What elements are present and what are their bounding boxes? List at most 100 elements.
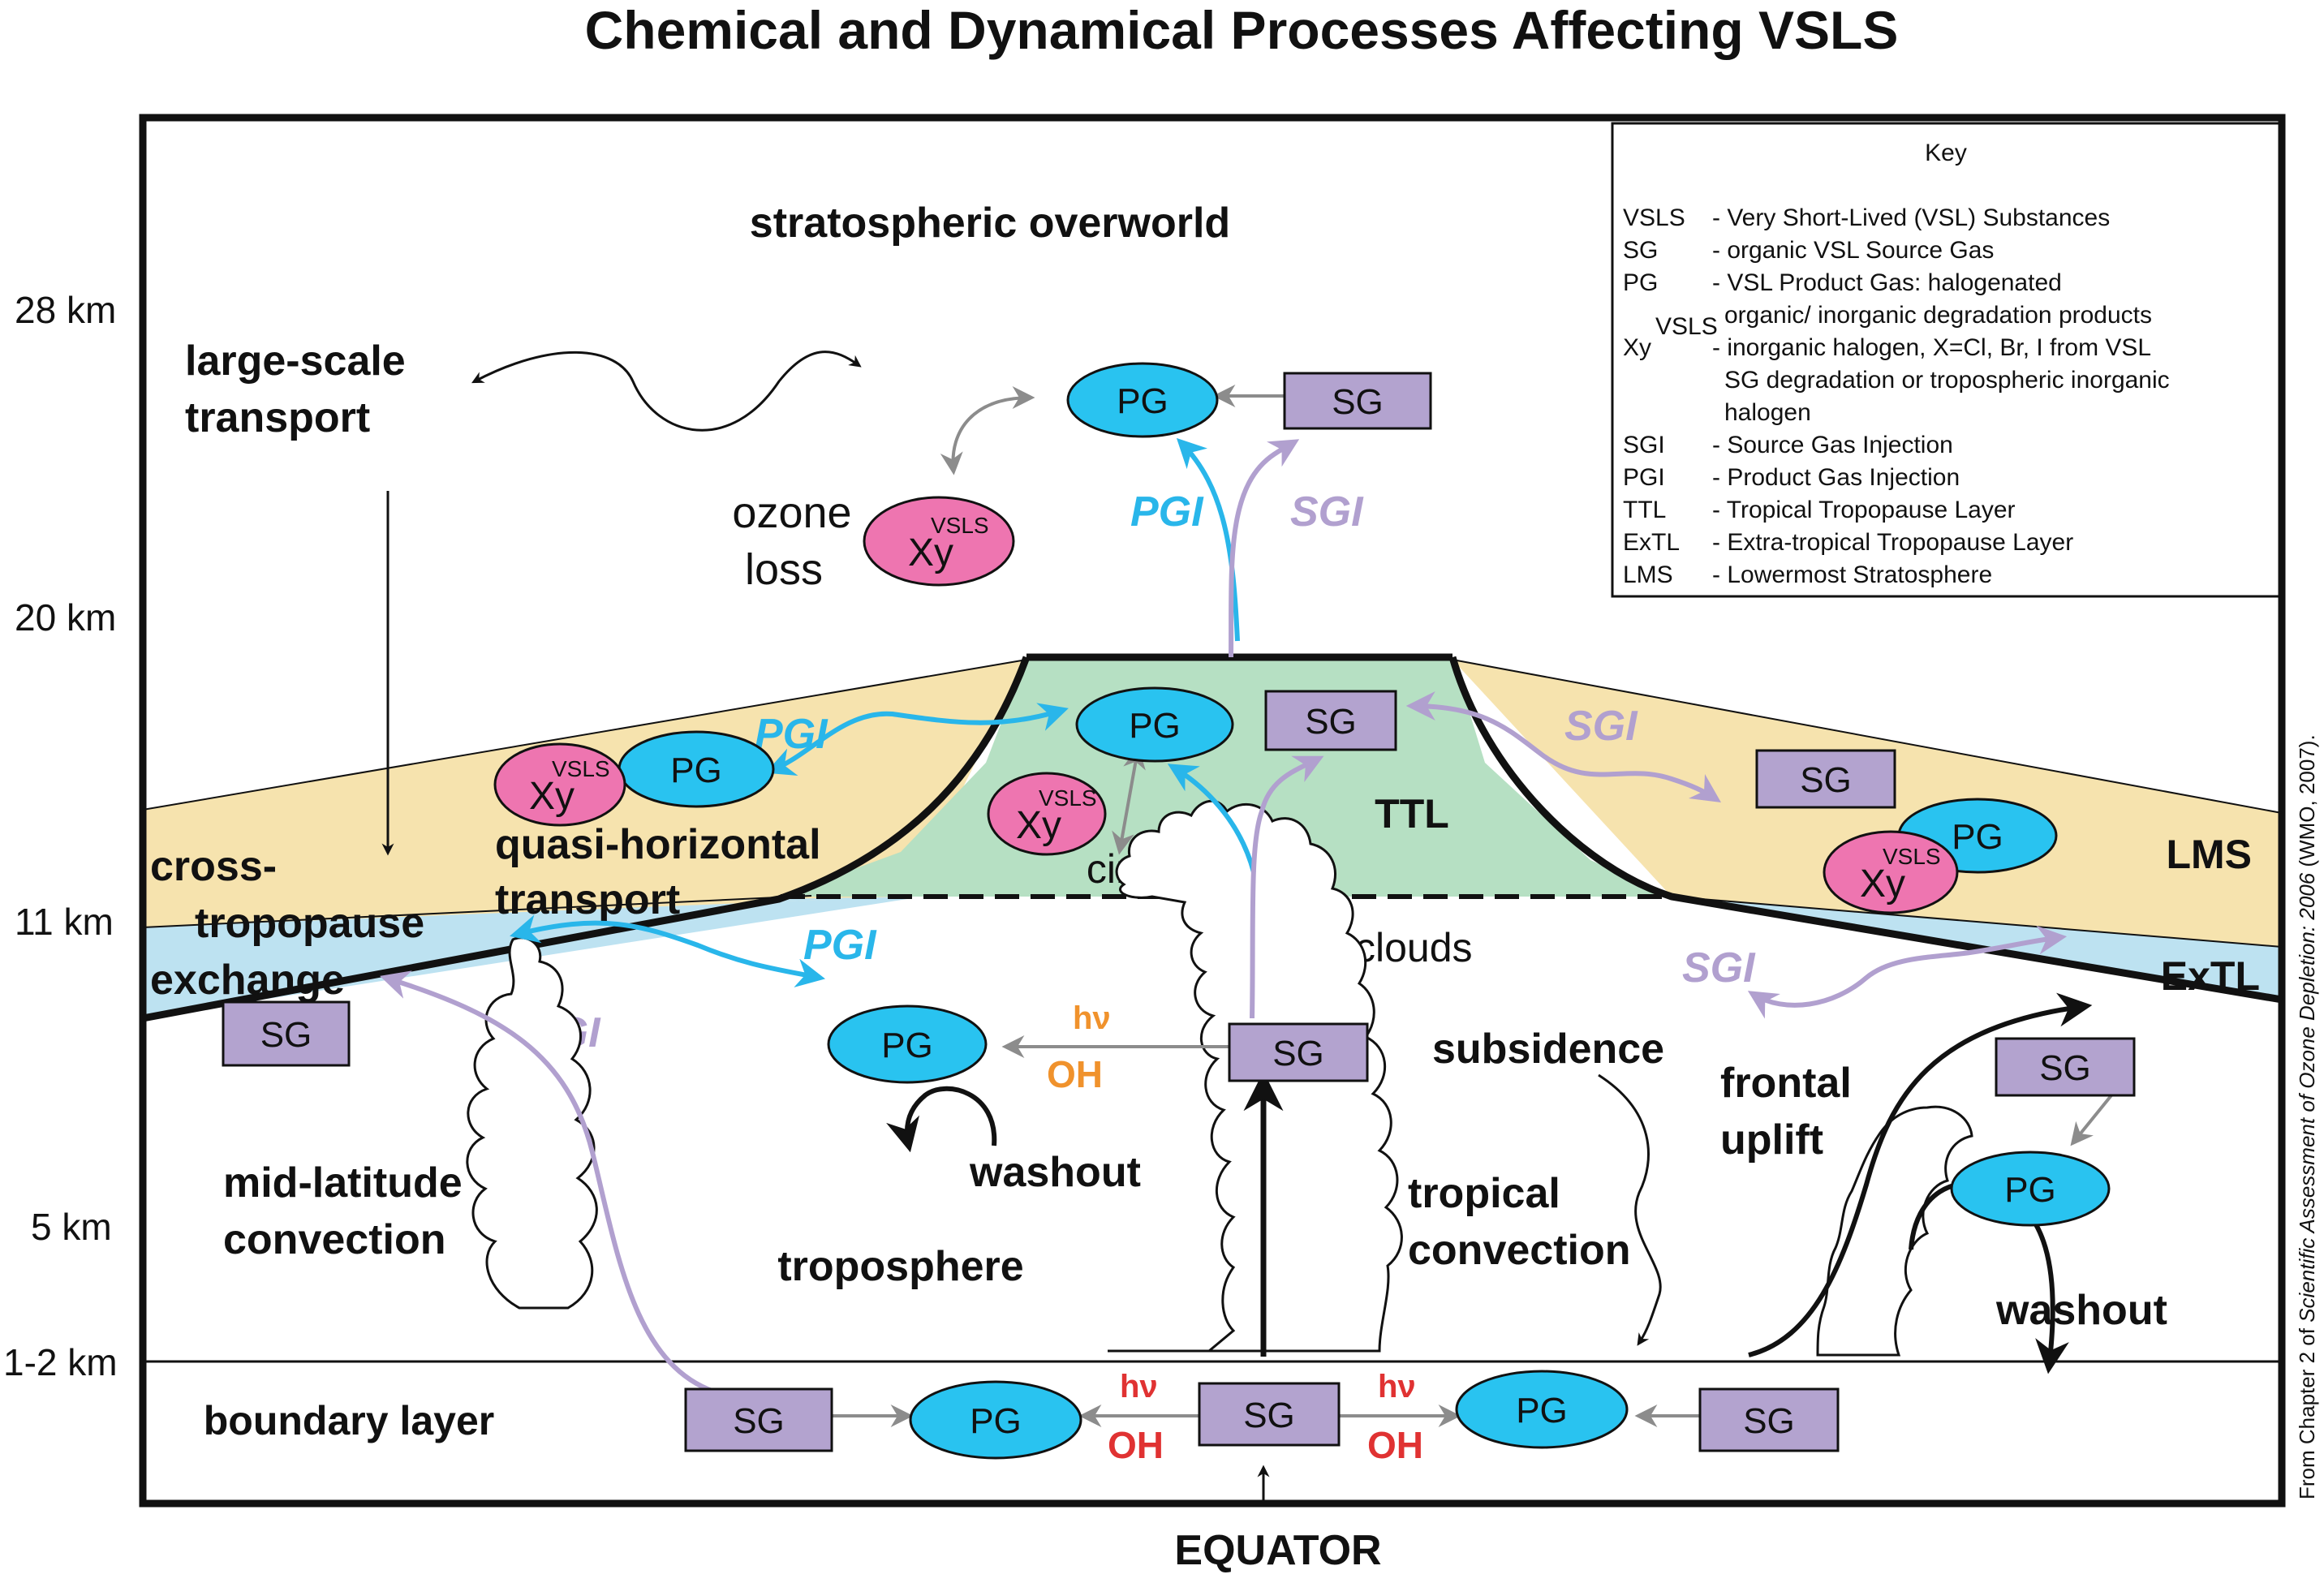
label-quasi-2: transport (495, 876, 680, 923)
arrow-pgi-left-lower (510, 914, 826, 988)
key-abbr: ExTL (1623, 529, 1680, 556)
label-frontal-2: uplift (1720, 1116, 1823, 1164)
label-lms: LMS (2166, 832, 2252, 877)
arrow-subsidence (1598, 1073, 1662, 1346)
oh-bottom-left: OH (1108, 1424, 1164, 1466)
pgi-top: PGI (1130, 488, 1204, 536)
label-clouds: clouds (1355, 925, 1473, 970)
cloud-frontal (1816, 1105, 1973, 1357)
sg-label: SG (1800, 760, 1852, 800)
key-abbr: LMS (1623, 561, 1673, 588)
arrow-large-scale-wave (471, 351, 862, 432)
xy-sup: VSLS (552, 756, 610, 781)
label-ttl: TTL (1375, 791, 1449, 837)
label-troposphere: troposphere (777, 1243, 1023, 1290)
alt-11km: 11 km (15, 901, 114, 943)
pg-ellipse: PG (1075, 686, 1234, 763)
xy-label: Xy (1860, 862, 1905, 905)
xy-label: Xy (908, 531, 953, 574)
label-boundary-layer: boundary layer (204, 1398, 494, 1443)
pg-ellipse: PG (909, 1380, 1082, 1460)
figure-title: Chemical and Dynamical Processes Affecti… (585, 0, 1899, 60)
hv-bottom-left: hν (1120, 1369, 1158, 1404)
key-desc: - inorganic halogen, X=Cl, Br, I from VS… (1712, 334, 2151, 361)
key-rows: VSLS- Very Short-Lived (VSL) SubstancesS… (1623, 204, 2170, 588)
label-large-scale-1: large-scale (185, 338, 406, 385)
alt-20km: 20 km (15, 596, 116, 639)
sgi-right-upper: SGI (1564, 703, 1638, 750)
arrow-pgi-top (1167, 764, 1256, 873)
sg-box: SG (1283, 372, 1432, 430)
alt-1-2km: 1-2 km (3, 1341, 118, 1383)
oh-bottom-right: OH (1367, 1424, 1423, 1466)
key-desc: - Very Short-Lived (VSL) Substances (1712, 204, 2110, 231)
sg-box: SG (1698, 1387, 1840, 1452)
cloud-mid-latitude (466, 936, 598, 1310)
pg-ellipse: PG (1950, 1151, 2111, 1227)
xy-sup: VSLS (931, 513, 989, 538)
sg-box: SG (1198, 1382, 1341, 1447)
arrow-frontal-uplift (1748, 992, 2093, 1357)
label-ozone-1: ozone (732, 488, 851, 537)
sg-label: SG (2039, 1048, 2091, 1088)
key-desc: - Source Gas Injection (1712, 432, 1953, 458)
hv-bottom-right: hν (1378, 1369, 1416, 1404)
arrow-sgi-right-upper (1405, 691, 1721, 802)
pg-label: PG (1117, 381, 1168, 421)
xy-label: Xy (529, 775, 575, 818)
label-cross-2: tropopause (195, 900, 424, 947)
key-desc: - VSL Product Gas: halogenated (1712, 269, 2062, 296)
sg-box: SG (222, 1000, 351, 1067)
pg-label: PG (1129, 706, 1181, 746)
pg-label: PG (1516, 1391, 1568, 1430)
sg-label: SG (733, 1401, 785, 1441)
sg-label: SG (1243, 1396, 1295, 1435)
pg-ellipse: PG (618, 730, 775, 808)
arrow-pg-xy-top (940, 386, 1035, 475)
label-overworld: stratospheric overworld (750, 200, 1230, 247)
sg-label: SG (1743, 1401, 1795, 1441)
altitude-axis: 28 km 20 km 11 km 5 km 1-2 km (3, 289, 118, 1383)
arrow-pgi-top-upper (1176, 437, 1240, 642)
label-ozone-2: loss (745, 545, 823, 594)
label-equator: EQUATOR (1174, 1527, 1381, 1574)
key-abbr: Xy (1623, 334, 1651, 361)
arrow-pgi-left-upper (765, 703, 1069, 776)
credit-line: From Chapter 2 of Scientific Assessment … (2295, 734, 2319, 1499)
sg-label: SG (260, 1015, 312, 1055)
sgi-right-lower: SGI (1682, 944, 1756, 992)
label-quasi-1: quasi-horizontal (495, 821, 821, 868)
lms-right-edge (1452, 659, 2283, 814)
alt-28km: 28 km (15, 289, 116, 331)
label-mid-1: mid-latitude (223, 1159, 463, 1207)
key-abbr: PGI (1623, 464, 1665, 491)
xy-sup: VSLS (1883, 844, 1941, 869)
pg-label: PG (881, 1026, 933, 1065)
sg-box: SG (1995, 1037, 2136, 1097)
key-desc: - Product Gas Injection (1712, 464, 1960, 491)
pgi-left-upper: PGI (755, 711, 828, 758)
sg-label: SG (1272, 1034, 1324, 1073)
pg-label: PG (2004, 1170, 2056, 1210)
key-desc: - Tropical Tropopause Layer (1712, 497, 2016, 523)
credit-italic: Scientific Assessment of Ozone Depletion… (2295, 872, 2319, 1323)
label-cross-3: exchange (150, 957, 345, 1004)
arrow-sgi-tropical (1250, 755, 1324, 1019)
credit-suffix: (WMO, 2007). (2295, 734, 2319, 872)
credit-prefix: From Chapter 2 of (2295, 1323, 2319, 1499)
extl-left-edge (142, 895, 812, 928)
sg-box: SG (1228, 1022, 1369, 1082)
key-abbr: SG (1623, 237, 1658, 264)
sg-box: SG (684, 1387, 833, 1452)
label-subsidence: subsidence (1432, 1026, 1664, 1073)
sg-label: SG (1305, 702, 1357, 742)
label-large-scale-2: transport (185, 394, 370, 441)
sgi-top: SGI (1290, 488, 1364, 536)
label-washout-right: washout (1995, 1287, 2167, 1334)
